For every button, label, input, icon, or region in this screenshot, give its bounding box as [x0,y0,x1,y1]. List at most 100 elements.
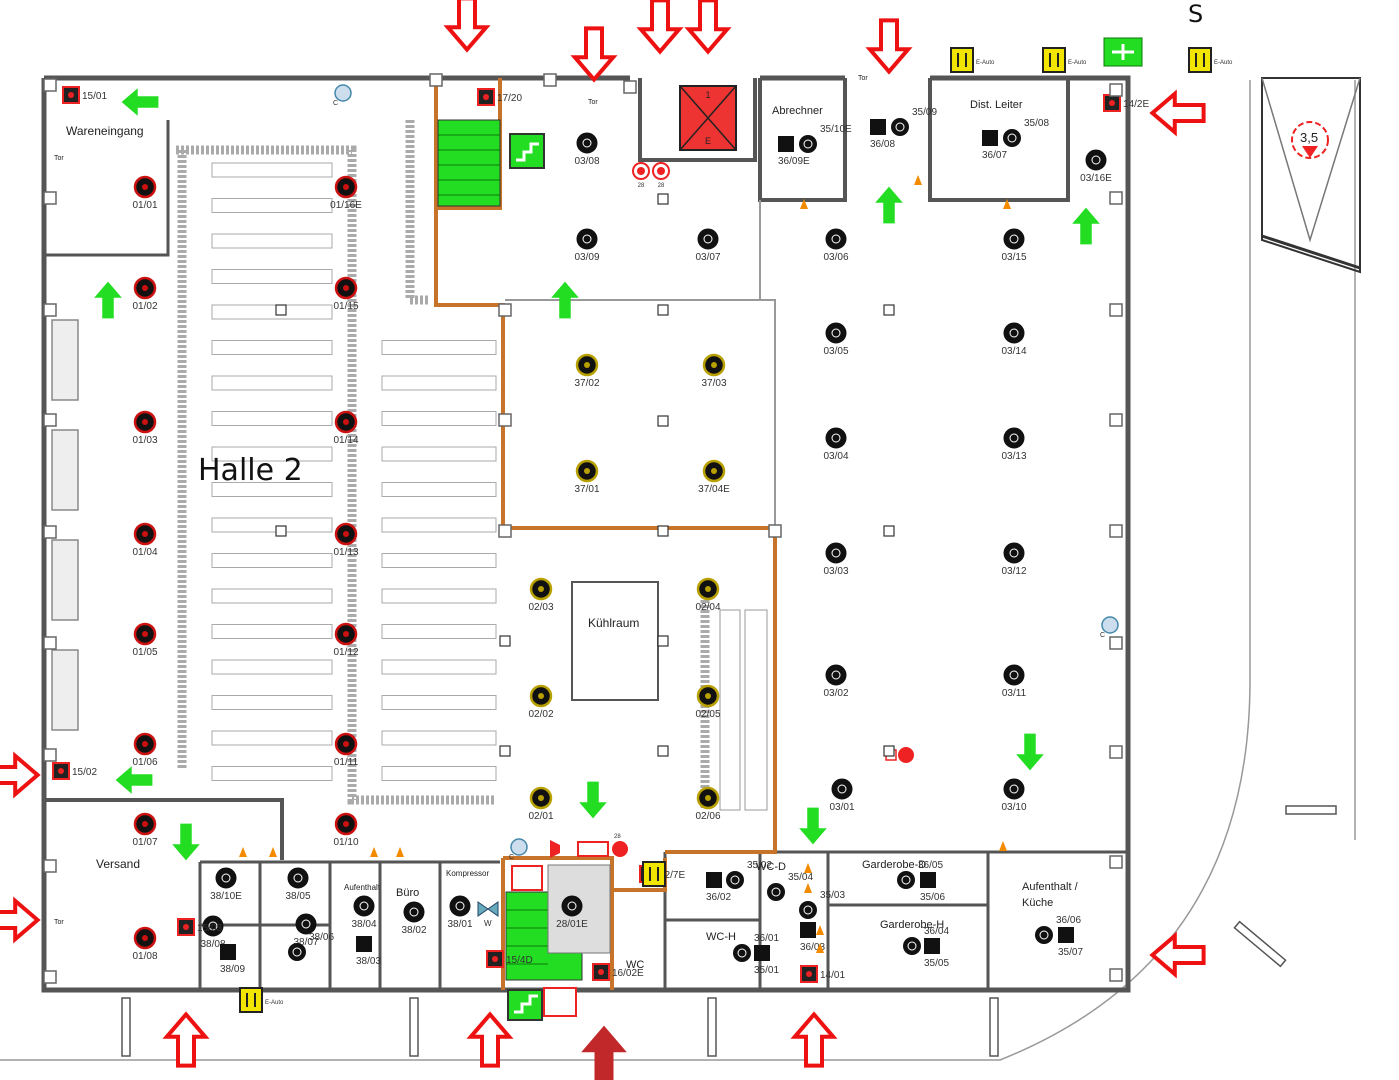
emergency-light-black [825,427,847,449]
emergency-light-round [1003,129,1021,147]
emergency-light-round [891,118,909,136]
escape-arrow-green-shape [579,781,607,819]
emergency-lights-square: 35/10E36/09E35/0936/0835/0836/0735/0236/… [220,107,1083,976]
smoke-detector-icon [510,838,528,856]
room-kueche: Küche [1022,897,1053,909]
stairs [437,119,611,1021]
fixture-label: 03/13 [1001,451,1026,462]
fixture-label: 36/07 [982,150,1007,161]
dock-leveler [51,649,79,731]
fixture-label: 03/16E [1080,173,1112,184]
exit-sign-core [598,969,604,975]
emergency-sign-yellow [1042,47,1066,73]
structural-column [43,970,57,984]
fixture-label: 01/14 [333,435,358,446]
emergency-light-core [142,935,148,941]
fixture-label: 03/06 [823,252,848,263]
driveway-curve [0,80,1251,1061]
emergency-light-core [1009,548,1019,558]
post [409,997,419,1057]
escape-arrow-green-shape [115,766,153,794]
elevator-label-top: 1 [705,90,710,100]
room-aufenthalt-small: Aufenthalt [344,883,381,892]
emergency-light-core [711,362,717,368]
structural-column [43,748,57,762]
emergency-light-core [1039,930,1049,940]
emergency-light-black [215,867,237,889]
e-auto-label: E-Auto [976,60,995,66]
emergency-light-core [1009,433,1019,443]
rack-row-left [211,553,333,568]
entry-arrow-red-shape [570,26,618,83]
emergency-light-core [705,795,711,801]
fixture-label: 28/01E [556,919,588,930]
fixture-label: 38/09 [220,964,245,975]
emergency-light-square [706,872,722,888]
exit-sign-core [183,924,189,930]
sign-glyph [1195,53,1205,67]
rack-row-left [211,766,333,781]
exit-light-marker-icon [816,943,824,953]
emergency-light-black [825,664,847,686]
structural-column [1109,303,1123,317]
fixture-label: 36/05 [918,860,943,871]
main-entrance-arrow [581,1025,627,1080]
emergency-light-square [754,945,770,961]
emergency-light-round [726,871,744,889]
exit-light-marker-icon [396,847,404,857]
emergency-light-core [711,468,717,474]
ramp-level-label: 3,5 [1300,130,1318,145]
emergency-light-square [356,936,372,952]
entry-arrow-red [443,0,491,53]
detector-label: C [509,854,514,861]
exit-sign-core [58,768,64,774]
fixture-label: 37/02 [574,378,599,389]
emergency-light-square [800,922,816,938]
emergency-light-core [359,901,369,911]
fixture-label: 37/03 [701,378,726,389]
exit-light-marker-icon [804,863,812,873]
exit-light-marker-icon [1003,199,1011,209]
fixture-label: 01/11 [334,757,359,768]
smoke-detector-icon [334,84,352,102]
structural-column [1109,191,1123,205]
post [707,997,717,1057]
fixture-label: 03/09 [574,252,599,263]
emergency-light-round [897,871,915,889]
entry-arrow-red [0,751,41,799]
rack-row-left [211,198,333,213]
wareneingang-wall [44,120,170,257]
emergency-light-round [799,135,817,153]
fixture-label: 03/07 [695,252,720,263]
emergency-light-core [895,122,905,132]
versand-wall [44,798,284,860]
entry-arrow-red [162,1011,210,1068]
rack-row-right [381,411,497,426]
column-marker [657,415,669,427]
rack-row-right [381,730,497,746]
fixture-label: 03/10 [1001,802,1026,813]
emergency-light-round [733,944,751,962]
column-marker [657,525,669,537]
room-garderobe-h: Garderobe-H [880,919,944,931]
room-versand: Versand [96,857,140,871]
rack-row-left [211,517,333,533]
fixture-label: 01/02 [132,301,157,312]
exit-sign-core [68,92,74,98]
emergency-light-round [1035,926,1053,944]
compass-label: S [1188,0,1203,28]
fixture-label: 02/7E [659,870,685,881]
elevator: 1 E [679,85,737,151]
entry-arrow-red-shape [443,0,491,53]
post [121,997,131,1057]
structural-column [43,78,57,92]
emergency-light-core [343,285,349,291]
emergency-light-black [561,895,583,917]
fixture-label: 37/04E [698,484,730,495]
fixture-label: 38/07 [293,937,318,948]
detector-label: C [333,100,338,107]
escape-arrow-green [799,807,827,845]
emergency-light-square [778,136,794,152]
